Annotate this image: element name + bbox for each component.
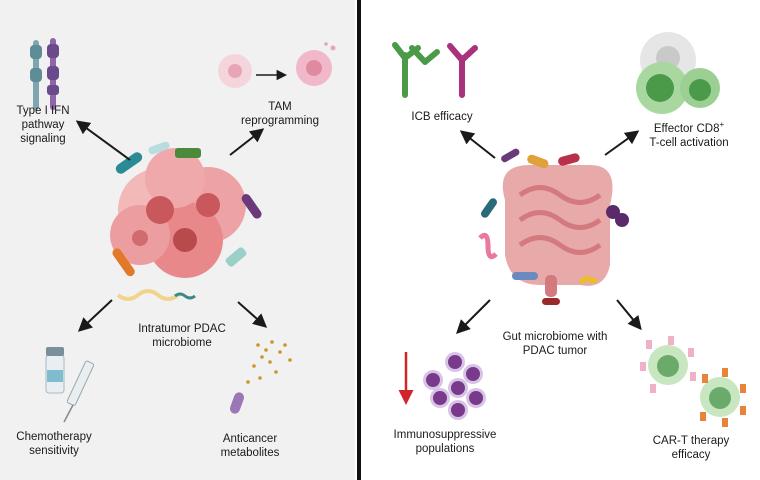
arrow-immuno — [456, 299, 491, 334]
arrow-icb — [459, 130, 496, 159]
ifn-receptor-icon — [30, 38, 59, 110]
bacteria-icons — [112, 141, 262, 301]
syringe-icon — [45, 347, 95, 423]
arrow-cart — [616, 299, 642, 331]
antibody-icons — [392, 42, 478, 98]
panel-divider — [357, 0, 361, 480]
gut-bacteria-icons — [478, 148, 629, 305]
gut-icon — [502, 165, 613, 297]
car-t-cell-icon — [640, 336, 746, 427]
label-cd8-activation: Effector CD8+ T-cell activation — [628, 118, 750, 150]
cd8-label-line2: T-cell activation — [649, 136, 729, 149]
arrow-cd8 — [604, 130, 640, 156]
label-icb-efficacy: ICB efficacy — [411, 111, 473, 123]
arrow-chemo — [77, 299, 113, 332]
t-cell-icon — [636, 32, 720, 114]
metabolite-dots — [229, 340, 292, 414]
macrophage-icon — [218, 42, 336, 88]
suppressive-cells-icon — [423, 352, 486, 420]
arrow-tam — [229, 128, 265, 156]
cd8-label-main: Effector CD8 — [653, 122, 720, 135]
arrow-metab — [237, 301, 268, 328]
arrow-ifn — [75, 120, 131, 161]
tumor-cluster — [110, 148, 246, 278]
cd8-label-sup: + — [719, 120, 725, 129]
